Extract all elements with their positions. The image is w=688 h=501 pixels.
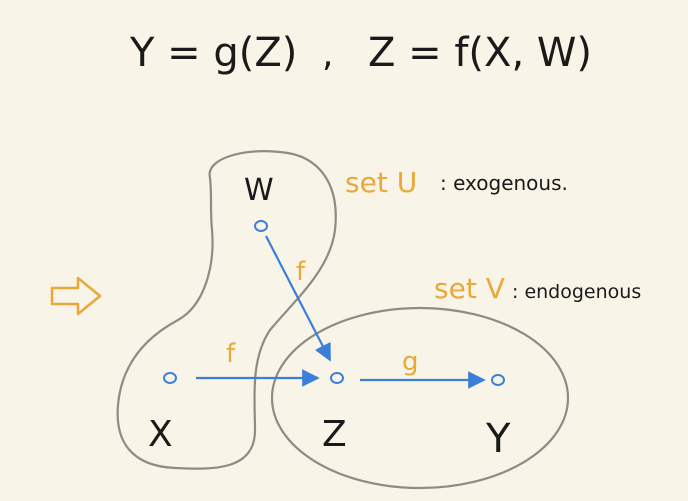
- node-w-label: W: [244, 173, 274, 208]
- set-u-label: set U : exogenous.: [345, 166, 568, 199]
- node-x-dot: [163, 372, 177, 384]
- set-u-name: set U: [345, 166, 417, 199]
- node-z-dot: [330, 372, 344, 384]
- implies-arrow-icon: [50, 276, 102, 316]
- edge-label-z-y: g: [402, 347, 419, 377]
- set-v-description: : endogenous: [512, 281, 641, 303]
- equation: Y = g(Z) , Z = f(X, W): [129, 30, 592, 76]
- set-v-name: set V: [434, 272, 505, 305]
- equation-separator: ,: [322, 34, 333, 75]
- edge-label-w-z: f: [296, 257, 306, 287]
- node-y-label: Y: [485, 416, 511, 462]
- node-x-label: X: [148, 414, 173, 455]
- set-v-label: set V : endogenous: [434, 272, 641, 305]
- edge-label-x-z: f: [226, 339, 236, 369]
- edge-w-to-z: [265, 235, 331, 362]
- node-w-dot: [254, 220, 268, 232]
- node-y-dot: [491, 374, 505, 386]
- set-v-outline: [270, 306, 570, 490]
- set-u-outline: [116, 150, 337, 470]
- equation-y-g-z: Y = g(Z): [129, 30, 297, 76]
- set-u-description: : exogenous.: [440, 171, 568, 195]
- equation-z-f-xw: Z = f(X, W): [368, 30, 592, 76]
- node-z-label: Z: [322, 414, 347, 455]
- implies-symbol-text: ⇨: [52, 309, 53, 311]
